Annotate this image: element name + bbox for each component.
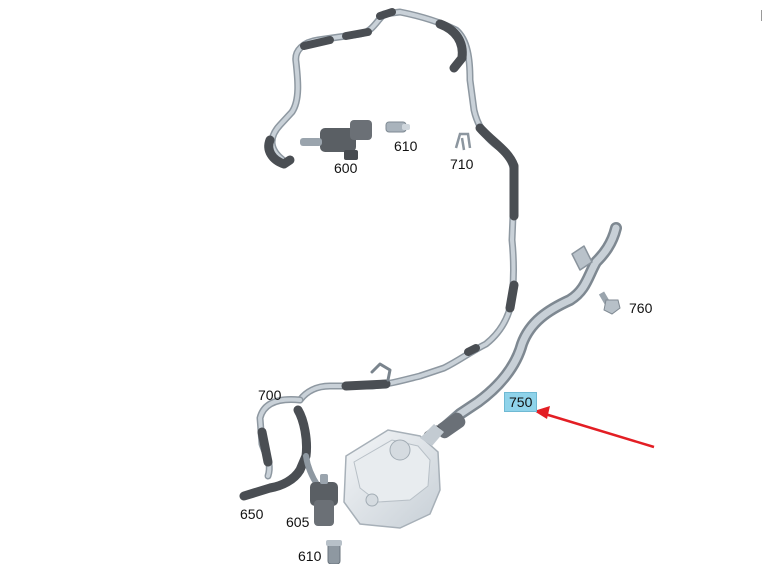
callout-710: 710	[450, 156, 474, 172]
callout-600: 600	[334, 160, 358, 176]
callout-650: 650	[240, 506, 264, 522]
callout-605: 605	[286, 514, 310, 530]
valve-600	[300, 120, 372, 160]
callout-610-bottom: 610	[298, 548, 322, 564]
lower-hose-assembly	[239, 396, 321, 501]
bolt-760	[598, 291, 621, 315]
corner-mark	[761, 10, 762, 21]
connector-610-top	[385, 121, 410, 133]
vacuum-pump	[343, 424, 444, 529]
pointer-arrow	[534, 406, 655, 449]
callout-610-top: 610	[394, 138, 418, 154]
connector-610-bottom	[326, 540, 342, 564]
valve-605	[310, 474, 338, 526]
callout-760: 760	[629, 300, 653, 316]
upper-vacuum-line	[264, 8, 519, 404]
callout-750-highlighted: 750	[504, 392, 538, 412]
callout-700: 700	[258, 387, 282, 403]
clip-710	[454, 132, 472, 151]
